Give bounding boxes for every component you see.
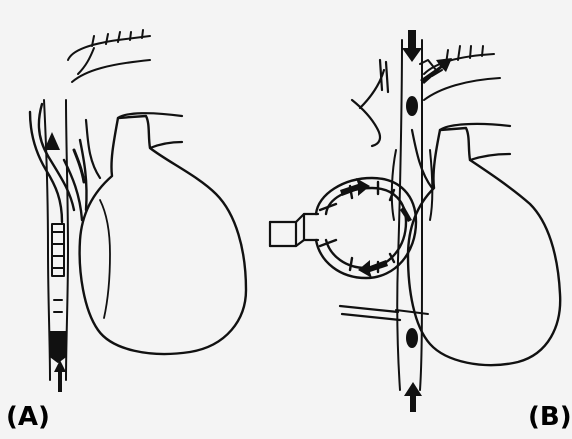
aorta-a bbox=[86, 113, 182, 178]
snare-upper-b bbox=[352, 60, 388, 146]
bypass-loop-b bbox=[316, 178, 416, 278]
panel-label-a: (A) bbox=[6, 404, 50, 430]
snare-lower-b bbox=[340, 306, 400, 320]
panel-label-b: (B) bbox=[528, 404, 572, 430]
heart-inner-contour-a bbox=[100, 200, 110, 318]
arrow-up-icon bbox=[54, 360, 66, 392]
panel-a-drawing bbox=[30, 30, 246, 392]
arrow-down-icon bbox=[402, 30, 422, 62]
pump-connector-b bbox=[270, 214, 318, 246]
panel-b-drawing bbox=[270, 30, 560, 412]
great-vessels-a bbox=[68, 30, 150, 82]
flow-arrows-b bbox=[340, 30, 452, 412]
